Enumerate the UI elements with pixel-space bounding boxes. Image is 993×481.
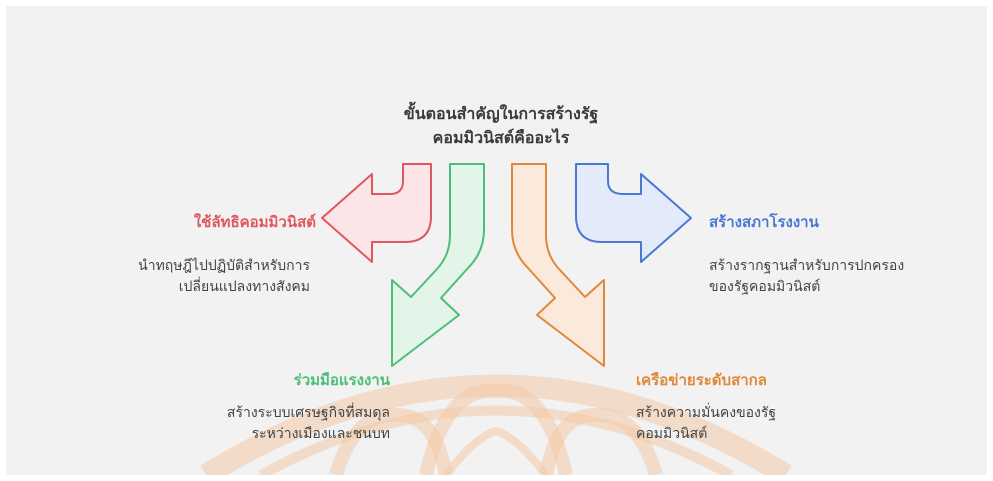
diagram-title: ขั้นตอนสำคัญในการสร้างรัฐ คอมมิวนิสต์คือ…	[403, 104, 599, 147]
step-heading-orange: เครือข่ายระดับสากล	[636, 371, 767, 389]
blue-arrow	[575, 163, 692, 263]
watermark-emblem	[200, 374, 792, 475]
step-description-blue: สร้างรากฐานสำหรับการปกครอง ของรัฐคอมมิวน…	[709, 258, 905, 295]
step-heading-green: ร่วมมือแรงงาน	[293, 371, 390, 389]
step-heading-blue: สร้างสภาโรงงาน	[709, 213, 819, 231]
step-heading-red: ใช้ลัทธิคอมมิวนิสต์	[193, 213, 316, 231]
orange-arrow	[511, 163, 605, 367]
arrows-graphic	[321, 163, 692, 367]
step-description-green: สร้างระบบเศรษฐกิจที่สมดุล ระหว่างเมืองแล…	[226, 405, 390, 442]
green-arrow	[391, 163, 485, 367]
diagram-panel: ขั้นตอนสำคัญในการสร้างรัฐ คอมมิวนิสต์คือ…	[6, 6, 987, 475]
red-arrow	[321, 163, 432, 263]
step-description-orange: สร้างความมั่นคงของรัฐ คอมมิวนิสต์	[636, 405, 777, 442]
step-description-red: นำทฤษฎีไปปฏิบัติสำหรับการ เปลี่ยนแปลงทาง…	[138, 258, 310, 295]
